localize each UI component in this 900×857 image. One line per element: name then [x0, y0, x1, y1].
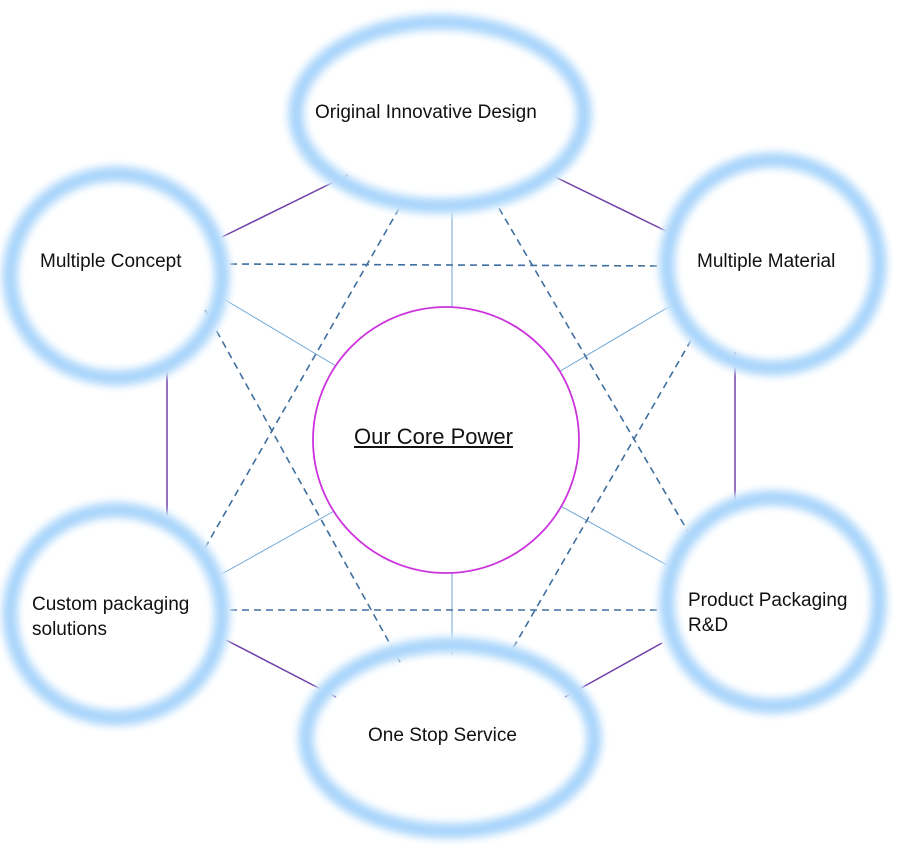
ring-one-stop-service	[296, 635, 604, 841]
dashed-connectors	[204, 197, 698, 663]
node-label-custom-packaging-solutions: Custom packaging solutions	[32, 592, 189, 642]
node-label-multiple-material: Multiple Material	[697, 251, 836, 272]
node-label-original-innovative-design: Original Innovative Design	[315, 102, 537, 123]
ring-product-packaging-rd	[657, 488, 889, 716]
node-label-multiple-concept: Multiple Concept	[40, 251, 182, 272]
node-label-custom-packaging-solutions-line2: solutions	[32, 619, 107, 640]
ring-multiple-material	[657, 150, 889, 378]
dashed-material-service	[504, 329, 698, 663]
connector-concept-design	[221, 174, 349, 238]
connector-design-material	[544, 171, 669, 233]
spoke-custom	[219, 509, 337, 576]
dashed-concept-material	[229, 263, 671, 267]
ring-original-innovative-design	[286, 12, 594, 216]
center-label: Our Core Power	[354, 424, 513, 449]
spoke-material	[556, 301, 678, 374]
node-label-product-packaging-rd-line2: R&D	[688, 615, 729, 636]
ring-multiple-concept	[0, 164, 232, 388]
spoke-concept	[221, 297, 337, 367]
node-label-product-packaging-rd: Product Packaging R&D	[688, 588, 848, 638]
node-label-one-stop-service: One Stop Service	[368, 725, 517, 746]
node-label-product-packaging-rd-line1: Product Packaging	[688, 590, 848, 611]
dashed-design-packaging	[492, 197, 691, 536]
ring-custom-packaging-solutions	[0, 500, 232, 728]
node-rings	[0, 12, 889, 841]
spoke-packaging	[556, 503, 677, 571]
node-label-custom-packaging-solutions-line1: Custom packaging	[32, 594, 190, 615]
center-circle	[312, 306, 580, 574]
